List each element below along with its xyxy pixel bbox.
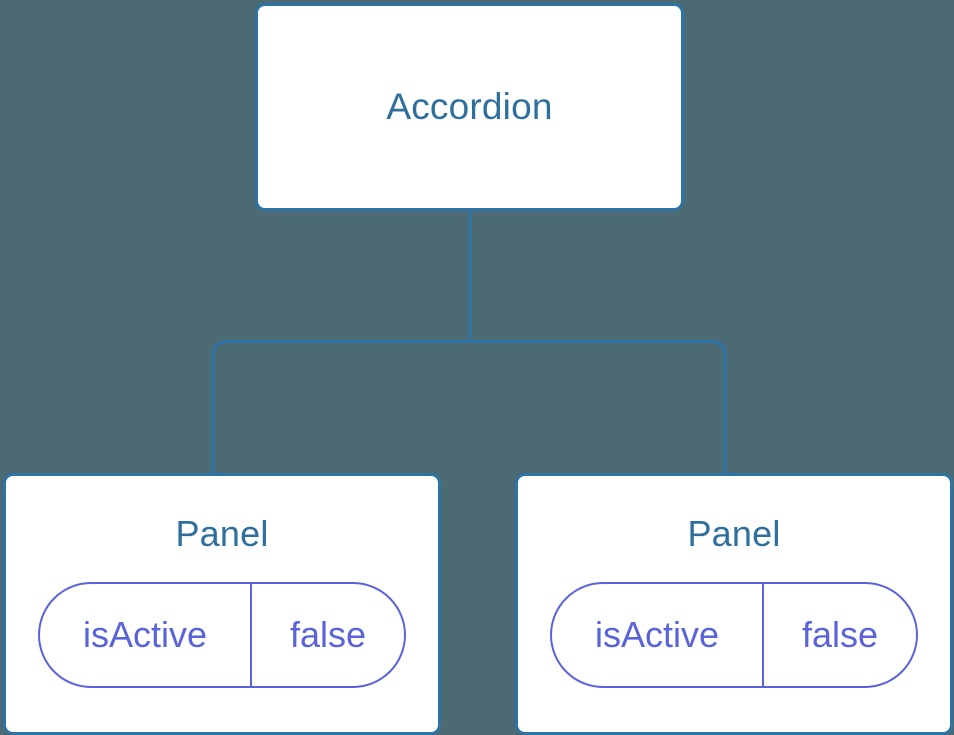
node-panel-1-title: Panel [175,513,269,554]
node-accordion-title: Accordion [386,85,553,127]
state-pill-panel-2[interactable]: isActive false [550,581,918,688]
state-pill-panel-1-key: isActive [40,583,252,686]
state-pill-panel-1-value: false [289,613,367,655]
node-panel-2[interactable]: Panel isActive false [515,473,953,735]
state-pill-panel-1[interactable]: isActive false [38,581,406,688]
node-accordion[interactable]: Accordion [255,3,684,211]
node-panel-1[interactable]: Panel isActive false [3,473,441,735]
state-pill-panel-2-key: isActive [552,583,764,686]
connector-branch-right [470,340,727,476]
node-panel-2-title: Panel [687,513,781,554]
state-pill-panel-2-value: false [801,613,879,655]
connector-branch-left [211,340,471,476]
